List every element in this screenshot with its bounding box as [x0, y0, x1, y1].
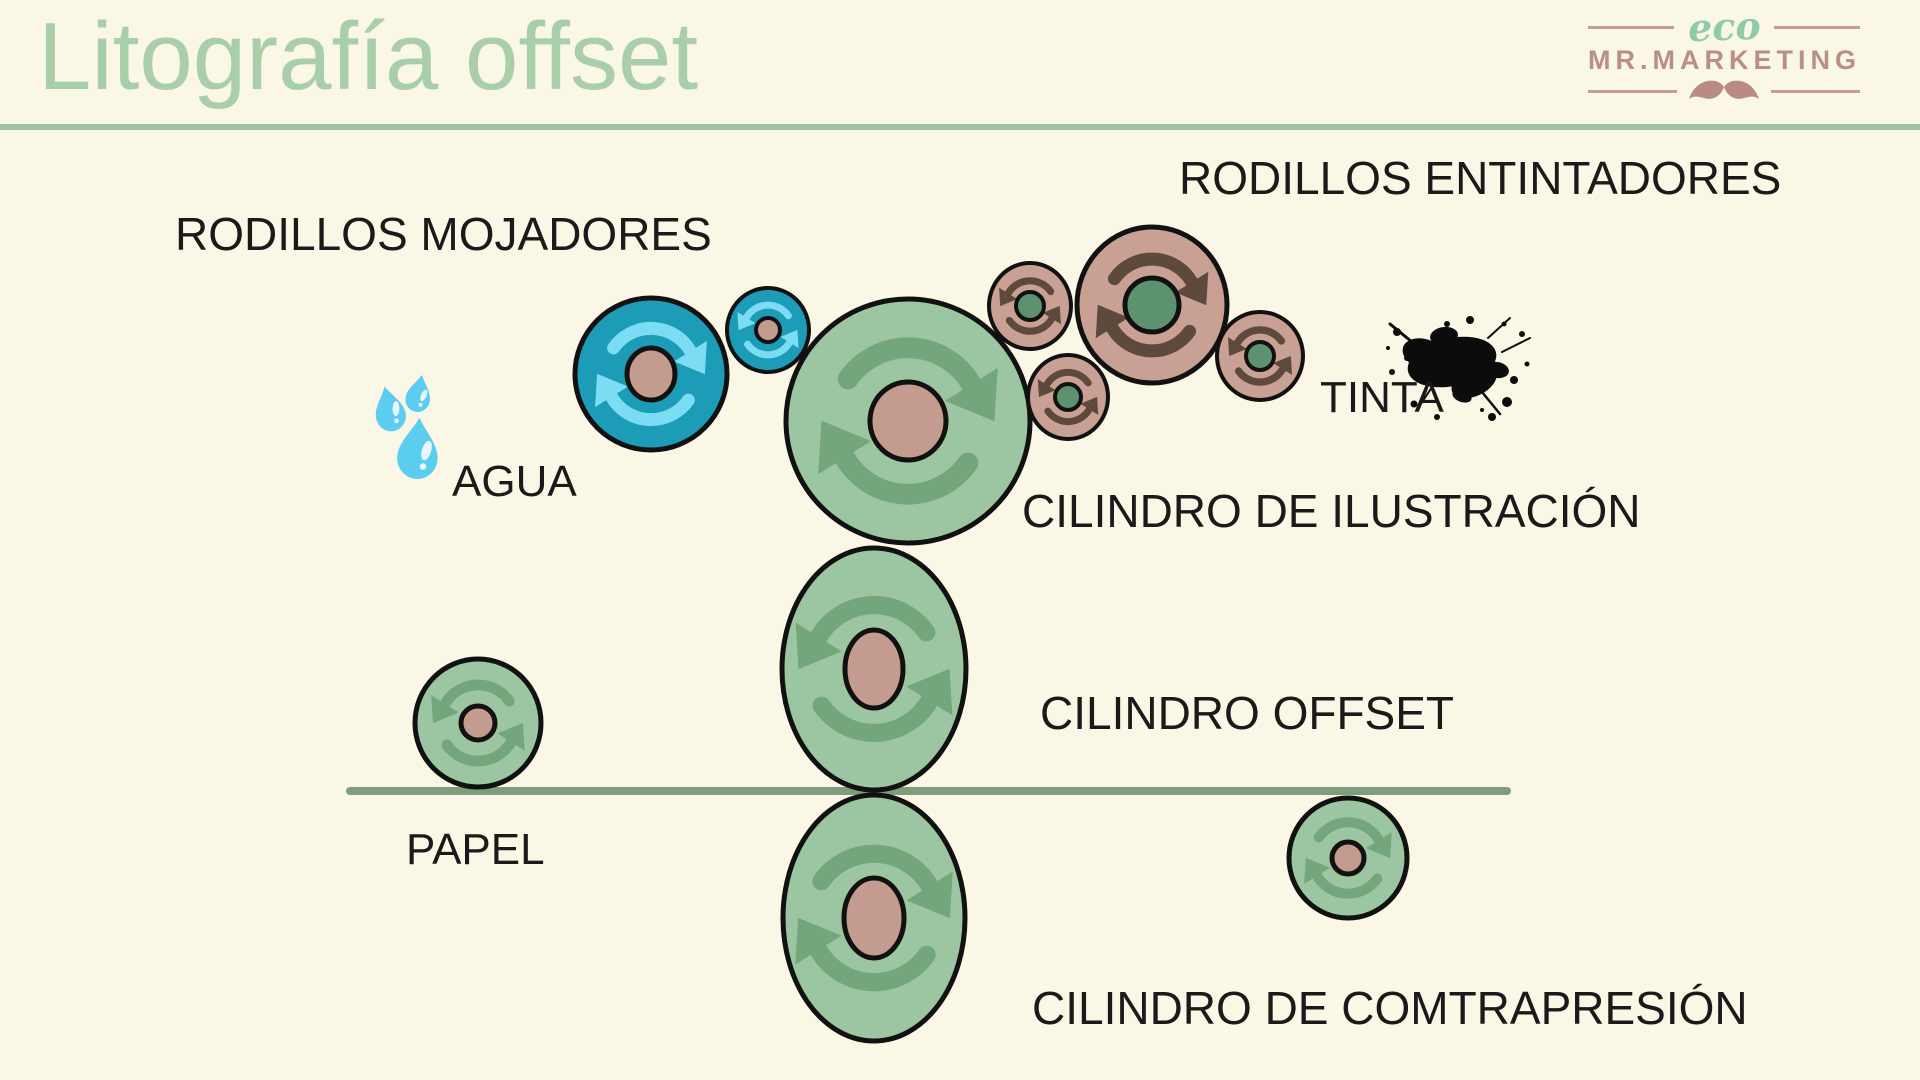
- inking-roller-bottom-hub: [1053, 382, 1083, 412]
- paper-roller-right-hub: [1329, 839, 1367, 877]
- label-cilindro-offset: CILINDRO OFFSET: [1040, 687, 1455, 739]
- logo-rule-bottom-right: [1771, 89, 1860, 93]
- brand-logo: eco MR.MARKETING: [1588, 3, 1861, 102]
- offset-cylinder: [779, 545, 969, 793]
- label-cilindro-contrapresion: CILINDRO DE COMTRAPRESIÓN: [1032, 982, 1748, 1034]
- mustache-icon: [1689, 80, 1759, 99]
- label-tinta: TINTA: [1320, 373, 1444, 422]
- impression-cylinder-contrapresion: [780, 792, 968, 1044]
- logo-rule-left: [1588, 25, 1674, 29]
- inking-roller-left-hub: [1014, 290, 1046, 322]
- inking-roller-bottom: [1026, 353, 1110, 441]
- logo-rule-right: [1774, 25, 1861, 29]
- label-rodillos-entintadores: RODILLOS ENTINTADORES: [1179, 152, 1782, 204]
- wetting-roller-small-hub: [754, 316, 782, 344]
- offset-cylinder-hub: [842, 627, 906, 711]
- wetting-roller-small: [725, 286, 811, 374]
- plate-cylinder-ilustracion: [783, 296, 1033, 546]
- label-papel: PAPEL: [406, 825, 545, 874]
- page-title: Litografía offset: [38, 3, 698, 110]
- paper-roller-left: [412, 656, 544, 790]
- inking-roller-left: [987, 261, 1073, 351]
- logo-rule-bottom-left: [1588, 89, 1677, 93]
- inking-roller-right-hub: [1244, 340, 1276, 372]
- label-agua: AGUA: [452, 457, 577, 506]
- inking-roller-large: [1074, 224, 1230, 386]
- plate-cylinder-ilustracion-hub: [867, 379, 949, 463]
- inking-roller-right: [1215, 310, 1305, 402]
- header-underline: [0, 124, 1920, 130]
- label-cilindro-ilustracion: CILINDRO DE ILUSTRACIÓN: [1022, 485, 1641, 537]
- inking-roller-large-hub: [1122, 275, 1182, 335]
- wetting-roller-large-hub: [624, 345, 678, 403]
- water-drops-icon: [375, 375, 438, 480]
- paper-roller-right: [1286, 795, 1410, 921]
- impression-cylinder-contrapresion-hub: [841, 875, 907, 961]
- paper-roller-left-hub: [458, 703, 498, 743]
- label-rodillos-mojadores: RODILLOS MOJADORES: [175, 208, 712, 260]
- wetting-roller-large: [572, 295, 730, 453]
- logo-brand-text: MR.MARKETING: [1588, 45, 1861, 75]
- ink-splatter-icon: [1386, 316, 1531, 421]
